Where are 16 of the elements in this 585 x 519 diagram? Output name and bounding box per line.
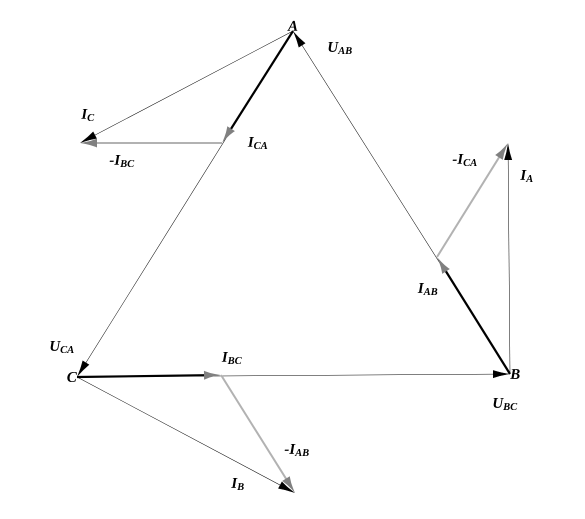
edge-label: U$_{AB}$ (328, 42, 352, 54)
vector-label: -I$_{CA}$ (452, 154, 477, 166)
vertex-label: A (287, 20, 298, 31)
edge-label: U$_{CA}$ (50, 340, 74, 354)
edge-label: I$_{B}$ (231, 478, 244, 490)
edge-label: I$_{CA}$ (248, 136, 268, 150)
edge-label: I$_{AB}$ (418, 283, 438, 295)
edge-label: I$_{C}$ (81, 108, 94, 122)
edge-label: I$_{A}$ (520, 170, 533, 182)
vector-label: -I$_{BC}$ (110, 154, 134, 168)
edge-label: U$_{BC}$ (494, 398, 518, 410)
edge-label: I$_{BC}$ (222, 352, 242, 364)
vector-label: -I$_{AB}$ (284, 444, 309, 456)
vertex-label: C (67, 372, 77, 382)
vertex-label: B (510, 369, 520, 379)
vector-arrow (76, 376, 294, 492)
